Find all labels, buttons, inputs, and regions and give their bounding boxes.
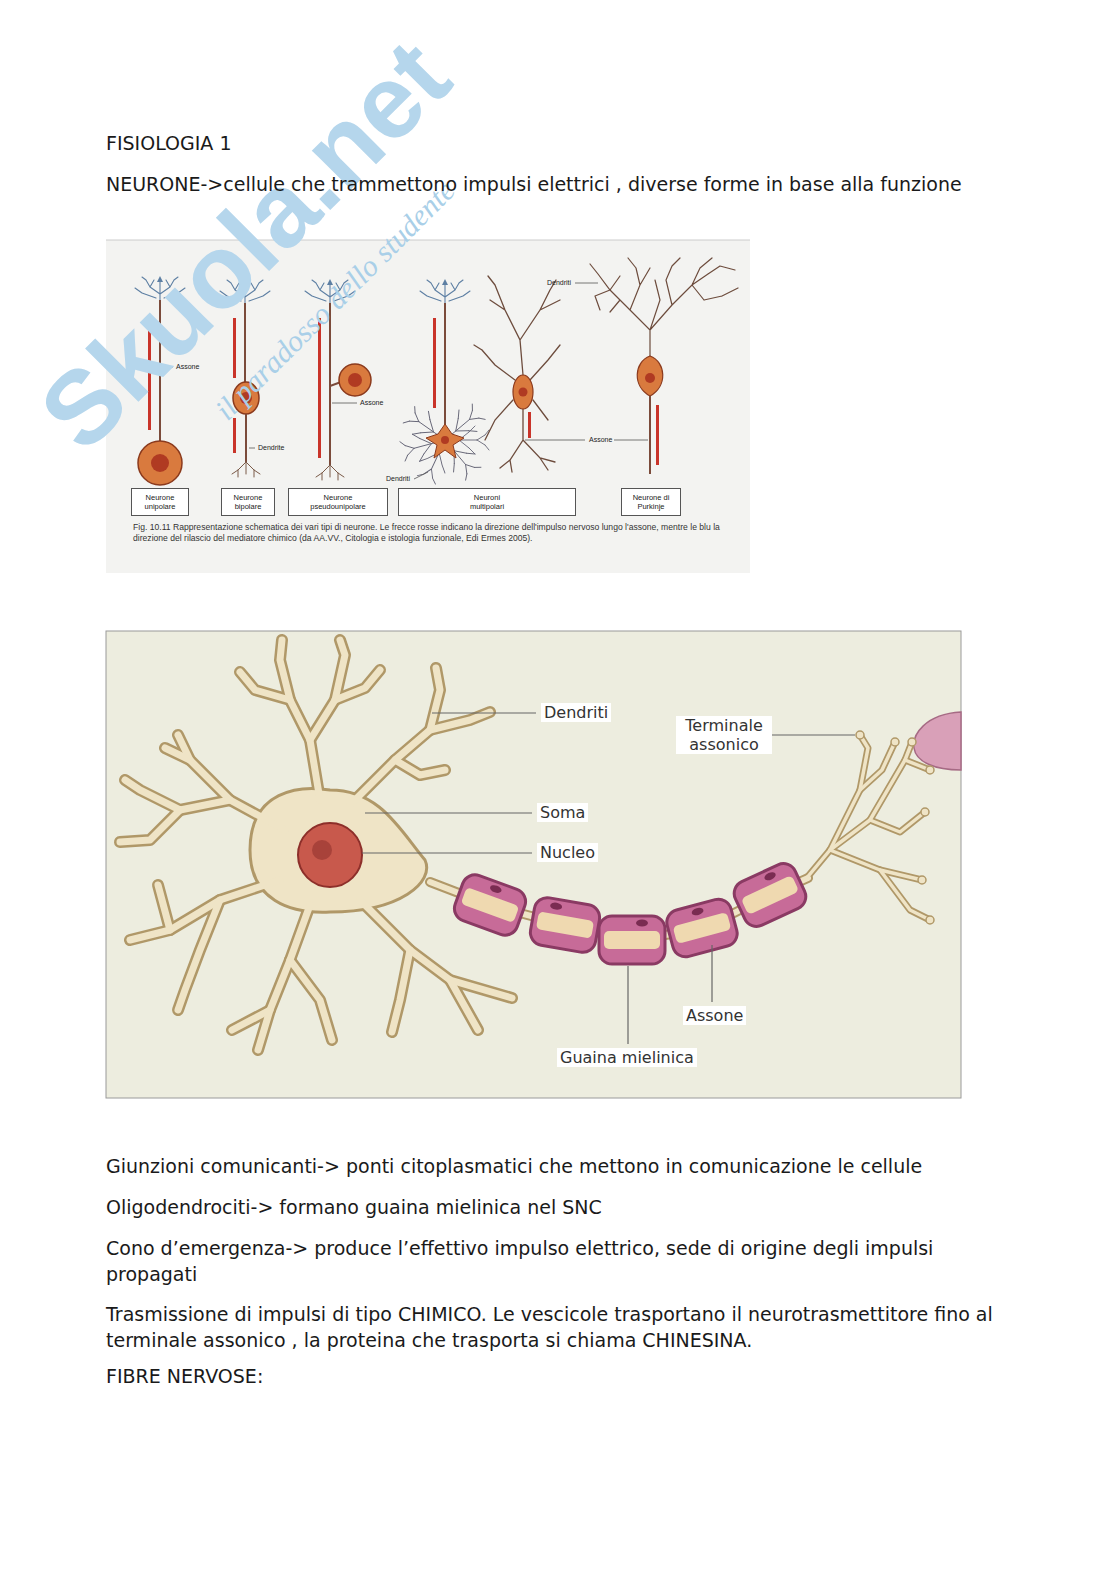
neuron-type-box: Neurone di Purkinje [621,488,681,516]
paragraph: FIBRE NERVOSE: [106,1364,1001,1390]
figure-label: Assone [176,363,199,371]
paragraph: Oligodendrociti-> formano guaina mielini… [106,1195,1001,1221]
figure-label: Dendriti [386,475,410,483]
box-label: Neurone pseudounipolare [307,493,369,511]
figure-label: Nucleo [537,843,598,862]
figure-label: Soma [537,803,588,822]
neuron-type-box: Neuroni multipolari [398,488,576,516]
paragraph: Trasmissione di impulsi di tipo CHIMICO.… [106,1302,1001,1353]
box-label: Neurone bipolare [227,493,269,511]
figure-label: Dendriti [547,279,571,287]
box-label: Neurone unipolare [138,493,182,511]
page-title: FISIOLOGIA 1 [106,131,231,157]
figure-label: Assone [683,1006,746,1025]
neuron-type-box: Neurone bipolare [221,488,275,516]
paragraph: Giunzioni comunicanti-> ponti citoplasma… [106,1154,1001,1180]
paragraph: Cono d’emergenza-> produce l’effettivo i… [106,1236,1001,1287]
box-label: Neurone di Purkinje [628,493,674,511]
figure-label: Terminale assonico [676,716,772,754]
figure-label: Guaina mielinica [557,1048,697,1067]
box-label: Neuroni multipolari [462,493,512,511]
figure-label: Dendriti [541,703,611,722]
figure-label: Assone [589,436,612,444]
neuron-type-box: Neurone pseudounipolare [288,488,388,516]
figure-caption: Fig. 10.11 Rappresentazione schematica d… [133,522,738,544]
paragraph: NEURONE->cellule che trammettono impulsi… [106,172,1001,198]
figure-label: Dendrite [258,444,284,452]
figure-label: Assone [360,399,383,407]
neuron-type-box: Neurone unipolare [131,488,189,516]
